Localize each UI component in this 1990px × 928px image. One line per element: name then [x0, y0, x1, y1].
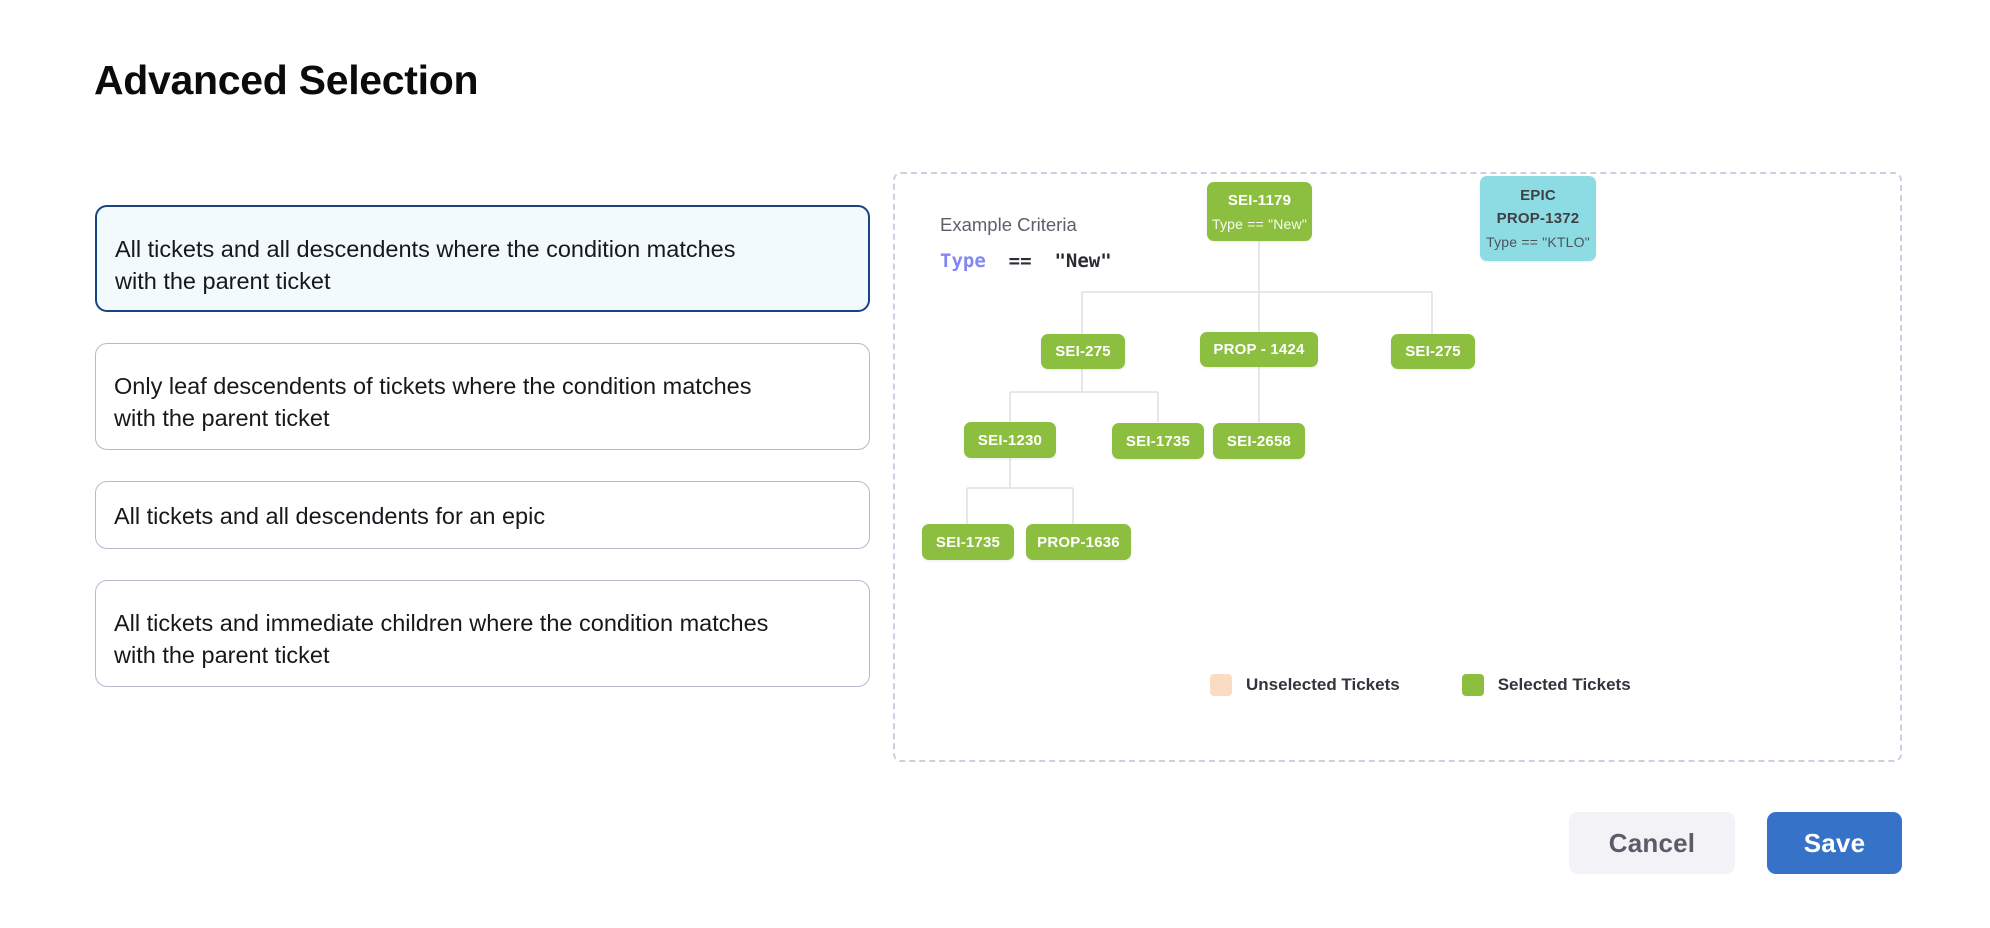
tree-node-id: SEI-1179 [1227, 191, 1292, 209]
tree-node-l4-right[interactable]: PROP-1636 [1026, 524, 1131, 560]
page-title: Advanced Selection [94, 57, 479, 103]
tree-node-condition: Type == "KTLO" [1486, 234, 1590, 250]
tree-node-l4-left[interactable]: SEI-1735 [922, 524, 1014, 560]
tree-node-l2-left[interactable]: SEI-275 [1041, 334, 1125, 369]
tree-node-l2-center[interactable]: PROP - 1424 [1200, 332, 1318, 367]
tree-node-epic[interactable]: EPIC PROP-1372 Type == "KTLO" [1480, 176, 1596, 261]
legend-item-unselected: Unselected Tickets [1210, 674, 1400, 696]
option-label: Only leaf descendents of tickets where t… [114, 373, 752, 431]
option-card-all-descendents[interactable]: All tickets and all descendents where th… [95, 205, 870, 312]
tree-node-root[interactable]: SEI-1179 Type == "New" [1207, 182, 1312, 241]
option-label: All tickets and all descendents where th… [115, 236, 736, 294]
tree-node-l3-right[interactable]: SEI-2658 [1213, 423, 1305, 459]
option-label: All tickets and all descendents for an e… [114, 503, 546, 529]
unselected-swatch-icon [1210, 674, 1232, 696]
tree-node-id: PROP-1372 [1496, 210, 1580, 227]
selected-swatch-icon [1461, 674, 1484, 696]
tree-node-id: SEI-1735 [1125, 432, 1191, 450]
tree-node-l2-right[interactable]: SEI-275 [1391, 334, 1475, 369]
selection-options-list: All tickets and all descendents where th… [95, 205, 870, 718]
legend-label: Selected Tickets [1497, 675, 1631, 694]
criteria-heading: Example Criteria [940, 214, 1077, 235]
cancel-button[interactable]: Cancel [1569, 812, 1735, 874]
legend-item-selected: Selected Tickets [1461, 674, 1631, 696]
option-card-epic-descendents[interactable]: All tickets and all descendents for an e… [95, 481, 870, 549]
example-diagram-panel: Example Criteria Type == "New" [893, 172, 1902, 762]
tree-node-title: EPIC [1520, 187, 1556, 204]
diagram-legend: Unselected Tickets Selected Tickets [1210, 674, 1631, 696]
save-button[interactable]: Save [1767, 812, 1902, 874]
criteria-expression: Type == "New" [940, 250, 1112, 272]
tree-node-condition: Type == "New" [1211, 215, 1308, 232]
option-label: All tickets and immediate children where… [114, 610, 769, 668]
tree-connectors [966, 241, 1433, 524]
criteria-key: Type [940, 250, 986, 272]
dialog-footer: Cancel Save [1569, 812, 1902, 874]
tree-node-l3-mid[interactable]: SEI-1735 [1112, 423, 1204, 459]
tree-node-id: SEI-2658 [1226, 432, 1292, 450]
tree-node-id: PROP - 1424 [1213, 341, 1305, 358]
tree-node-id: SEI-1735 [935, 533, 1001, 551]
criteria-value: "New" [1054, 250, 1112, 272]
tree-node-id: SEI-275 [1055, 343, 1111, 360]
tree-node-id: PROP-1636 [1037, 533, 1120, 551]
option-card-leaf-descendents[interactable]: Only leaf descendents of tickets where t… [95, 343, 870, 450]
tree-node-id: SEI-1230 [977, 431, 1043, 449]
tree-node-l3-left[interactable]: SEI-1230 [964, 422, 1056, 458]
option-card-immediate-children[interactable]: All tickets and immediate children where… [95, 580, 870, 687]
ticket-hierarchy-tree: SEI-1179 Type == "New" EPIC PROP-1372 Ty… [895, 174, 1904, 764]
legend-label: Unselected Tickets [1246, 675, 1400, 694]
criteria-operator: == [1008, 250, 1032, 272]
tree-node-id: SEI-275 [1405, 343, 1461, 360]
